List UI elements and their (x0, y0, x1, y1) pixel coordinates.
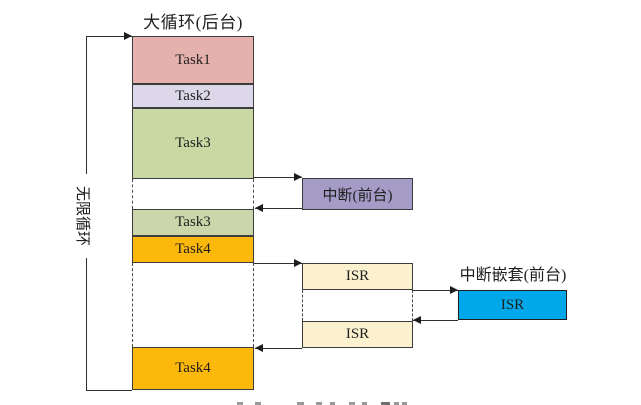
arrow-interrupt-return (255, 208, 302, 209)
arrow-isr1-to-nested-head-icon (450, 286, 458, 294)
task4-block: Task4 (132, 236, 254, 263)
nested-interrupt-heading: 中断嵌套(前台) (459, 267, 567, 284)
task3-resume-block: Task3 (132, 209, 254, 236)
arrow-task4-to-isr1 (254, 263, 302, 264)
loop-line-top (86, 36, 132, 37)
column-gap2-left-dashed (132, 263, 133, 347)
loop-arrowhead-icon (124, 32, 132, 40)
loop-line-upper (86, 36, 87, 174)
nested-isr-block: ISR (458, 290, 567, 320)
arrow-isr2-return-head-icon (255, 344, 263, 352)
column-gap2-right-dashed (253, 263, 254, 347)
arrow-isr2-return (255, 348, 302, 349)
task3-block: Task3 (132, 108, 254, 179)
arrow-task3-to-interrupt (254, 177, 302, 178)
column-gap1-right-dashed (253, 179, 254, 209)
background-loop-title: 大循环(后台) (143, 13, 243, 32)
isr1-block: ISR (302, 263, 413, 290)
arrow-isr1-to-nested (412, 290, 458, 291)
isr-gap-right-dashed (412, 290, 413, 321)
arrow-nested-return-head-icon (413, 316, 421, 324)
arrow-nested-return (413, 320, 458, 321)
loop-line-bottom (86, 390, 132, 391)
arrow-task3-to-interrupt-head-icon (294, 173, 302, 181)
infinite-loop-label: 无限循环 (74, 185, 90, 246)
isr-gap-left-dashed (302, 290, 303, 321)
column-gap1-left-dashed (132, 179, 133, 209)
loop-line-lower (86, 258, 87, 390)
task2-block: Task2 (132, 84, 254, 108)
isr2-block: ISR (302, 321, 413, 348)
interrupt-block: 中断(前台) (302, 178, 413, 210)
task1-block: Task1 (132, 36, 254, 84)
arrow-interrupt-return-head-icon (255, 204, 263, 212)
task4-resume-block: Task4 (132, 347, 254, 390)
arrow-task4-to-isr1-head-icon (294, 259, 302, 267)
